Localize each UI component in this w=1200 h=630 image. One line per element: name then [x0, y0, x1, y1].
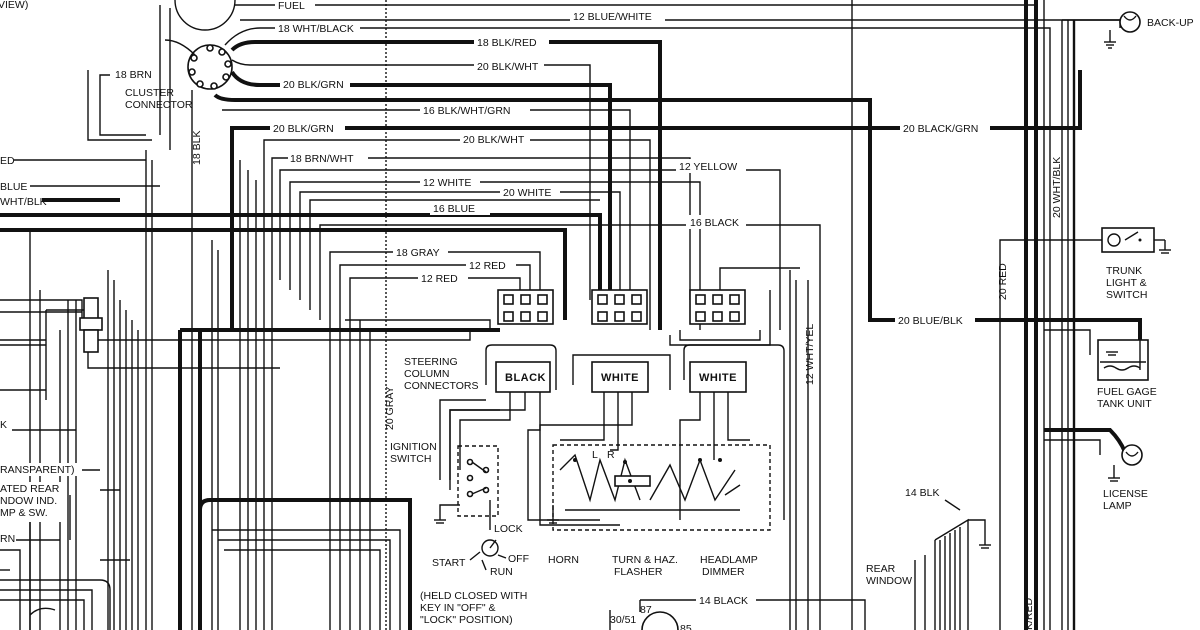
ignition-start-label: START	[432, 557, 466, 569]
turn-label-1: TURN & HAZ.	[612, 554, 678, 566]
connector-black: BLACK	[495, 361, 551, 393]
upper-connector-2	[591, 289, 648, 325]
wire-label-blk-wht-20-b: 20 BLK/WHT	[463, 134, 525, 146]
switch-letter-r: R	[607, 449, 615, 461]
trunk-light-switch: TRUNK LIGHT & SWITCH	[1101, 227, 1171, 301]
license-label-1: LICENSE	[1103, 488, 1148, 500]
held-label-2: KEY IN "OFF" &	[420, 602, 496, 614]
fuel-gage-label-1: FUEL GAGE	[1097, 386, 1157, 398]
relay-label-87: 87	[640, 604, 652, 616]
headlamp-label-2: DIMMER	[702, 566, 745, 578]
connector-white-2-label: WHITE	[699, 372, 737, 384]
upper-connector-1	[497, 289, 554, 325]
license-label-2: LAMP	[1103, 500, 1132, 512]
left-label-ed: ED	[0, 155, 15, 167]
wire-label-red-20: 20 RED	[997, 263, 1009, 300]
wire-label-gray-18: 18 GRAY	[396, 247, 440, 259]
left-label-k: K	[0, 419, 7, 431]
cluster-connector-label: 18 BRN	[115, 69, 152, 81]
left-label-heated-3: MP & SW.	[0, 507, 48, 519]
wire-label-wht-blk-20: 20 WHT/BLK	[1051, 157, 1063, 218]
switch-letter-l: L	[592, 449, 598, 461]
connector-white-1-label: WHITE	[601, 372, 639, 384]
ignition-run-label: RUN	[490, 566, 513, 578]
switch-panel: L R	[547, 444, 771, 531]
wire-label-red-12-a: 12 RED	[469, 260, 506, 272]
rear-window-label-1: REAR	[866, 563, 896, 575]
connector-white-1: WHITE	[591, 361, 649, 393]
ignition-label-1: IGNITION	[390, 441, 437, 453]
license-lamp: LICENSE LAMP	[1103, 444, 1148, 512]
wire-label-white-12: 12 WHITE	[423, 177, 471, 189]
wire-label-wht-black-18: 18 WHT/BLACK	[278, 23, 354, 35]
left-label-rn: RN	[0, 533, 15, 545]
wire-label-black-grn-20: 20 BLACK/GRN	[903, 123, 978, 135]
ignition-lock-label: LOCK	[494, 523, 523, 535]
steering-label-1: STEERING	[404, 356, 458, 368]
steering-label-3: CONNECTORS	[404, 380, 478, 392]
rear-window-defogger: 14 BLK REAR WINDOW	[866, 487, 991, 630]
wire-label-blk-14: 14 BLK	[905, 487, 939, 499]
wire-label-fuel: FUEL	[278, 0, 305, 12]
wire-label-brn-wht-18: 18 BRN/WHT	[290, 153, 354, 165]
left-edge-labels: VIEW) ED BLUE WHT/BLK K RANSPARENT) ATED…	[0, 0, 100, 545]
relay-area: 14 BLACK 30/51 87 85	[609, 593, 866, 630]
wire-label-blue-16: 16 BLUE	[433, 203, 475, 215]
wire-label-black-16: 16 BLACK	[690, 217, 739, 229]
relay-label-3051: 30/51	[610, 614, 636, 626]
left-label-wht-blk: WHT/BLK	[0, 196, 47, 208]
horn-label: HORN	[548, 554, 579, 566]
wire-label-blk-grn-20-a: 20 BLK/GRN	[283, 79, 344, 91]
connector-black-label: BLACK	[505, 372, 546, 384]
wire-label-blk-grn-20-b: 20 BLK/GRN	[273, 123, 334, 135]
wire-label-gray-20: 20 GRAY	[384, 386, 396, 430]
ignition-switch: IGNITION SWITCH LOCK OFF RUN START (HELD…	[390, 399, 529, 626]
turn-label-2: FLASHER	[614, 566, 663, 578]
connector-white-2: WHITE	[689, 361, 747, 393]
wire-label-white-20: 20 WHITE	[503, 187, 551, 199]
right-harness	[789, 0, 1146, 630]
fuel-gage-tank-unit: FUEL GAGE TANK UNIT	[1097, 320, 1157, 410]
trunk-label-1: TRUNK	[1106, 265, 1142, 277]
headlamp-label-1: HEADLAMP	[700, 554, 758, 566]
left-label-heated-1: ATED REAR	[0, 483, 60, 495]
wire-label-blk-wht-grn-16: 16 BLK/WHT/GRN	[423, 105, 511, 117]
left-label-heated-2: NDOW IND.	[0, 495, 57, 507]
trunk-label-3: SWITCH	[1106, 289, 1147, 301]
wire-label-blue-white-12: 12 BLUE/WHITE	[573, 11, 652, 23]
backup-lamp: BACK-UP	[1062, 11, 1194, 49]
left-label-blue: BLUE	[0, 181, 27, 193]
held-label-3: "LOCK" POSITION)	[420, 614, 513, 626]
wire-label-black-14: 14 BLACK	[699, 595, 748, 607]
ignition-off-label: OFF	[508, 553, 529, 565]
upper-connector-3	[689, 289, 746, 325]
backup-label: BACK-UP	[1147, 17, 1194, 29]
left-label-view: VIEW)	[0, 0, 28, 11]
left-plug-connectors	[46, 297, 471, 369]
cluster-connector: 18 BRN CLUSTER CONNECTOR	[87, 0, 236, 150]
wire-label-wht-yel-12: 12 WHT/YEL	[804, 324, 816, 385]
wire-label-red-12-b: 12 RED	[421, 273, 458, 285]
top-wires: FUEL 18 WHT/BLACK 12 BLUE/WHITE 18 BLK/R…	[213, 0, 1142, 630]
wire-label-blk-18: 18 BLK	[191, 131, 203, 165]
cluster-label-2: CONNECTOR	[125, 99, 193, 111]
steering-label-2: COLUMN	[404, 368, 450, 380]
wire-label-blue-blk-20: 20 BLUE/BLK	[898, 315, 963, 327]
cluster-label-1: CLUSTER	[125, 87, 174, 99]
ignition-label-2: SWITCH	[390, 453, 431, 465]
held-label-1: (HELD CLOSED WITH	[420, 590, 527, 602]
trunk-label-2: LIGHT &	[1106, 277, 1147, 289]
relay-label-85: 85	[680, 623, 692, 630]
fuel-gage-label-2: TANK UNIT	[1097, 398, 1152, 410]
rear-window-label-2: WINDOW	[866, 575, 912, 587]
left-label-transparent: RANSPARENT)	[0, 464, 74, 476]
wire-label-yellow-12: 12 YELLOW	[679, 161, 737, 173]
wire-label-blk-wht-20: 20 BLK/WHT	[477, 61, 539, 73]
wire-label-blk-red-18: 18 BLK/RED	[477, 37, 537, 49]
left-harness	[0, 90, 602, 630]
